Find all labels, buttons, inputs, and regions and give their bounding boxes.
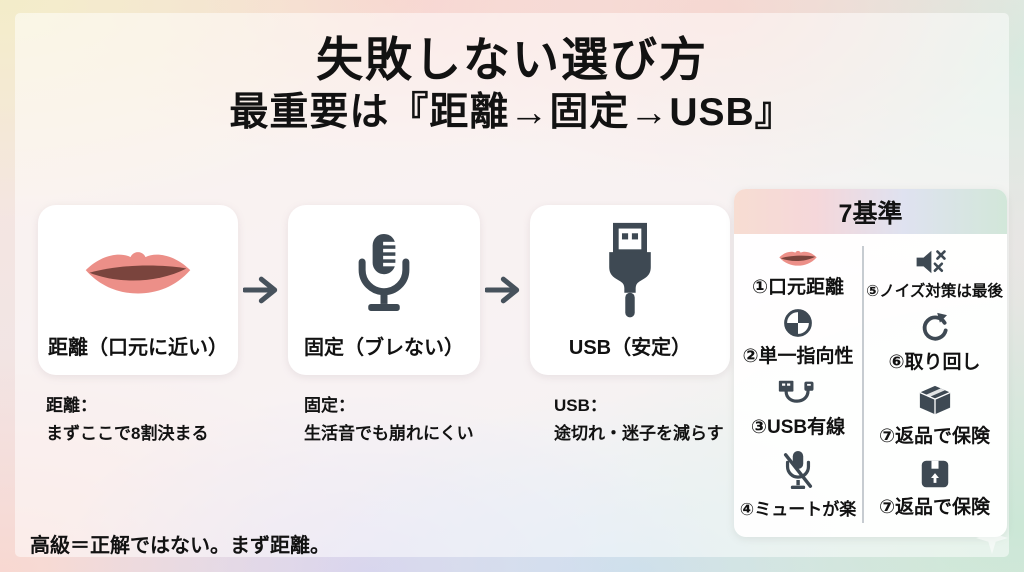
criteria-panel: 7基準 ①口元距離 <box>734 189 1007 537</box>
criteria-item-6: ⑥取り回し <box>888 312 981 374</box>
criteria-column-left: ①口元距離 ②単一指向性 <box>734 234 862 537</box>
flow-arrow-icon <box>238 275 288 305</box>
flow-card-label: 固定（ブレない） <box>304 337 464 359</box>
lips-icon <box>38 205 238 331</box>
criteria-item-3: ③USB有線 <box>751 378 845 439</box>
flow-card-label: USB（安定） <box>568 337 692 359</box>
usb-plug-icon <box>530 205 730 331</box>
criteria-label: ①口元距離 <box>751 277 845 299</box>
criteria-column-right: ⑤ノイズ対策は最後 ⑥取り回し <box>862 234 1007 537</box>
criteria-item-7: ⑦返品で保険 <box>879 384 990 448</box>
criteria-panel-title: 7基準 <box>734 189 1007 234</box>
muted-mic-icon <box>779 448 817 492</box>
package-return-icon <box>920 459 950 489</box>
caption-title: 距離： <box>46 396 97 415</box>
criteria-label: ④ミュートが楽 <box>739 499 857 519</box>
column-divider <box>862 246 864 523</box>
flow-diagram: 距離（口元に近い） 固定（ブレない） <box>38 205 730 375</box>
rotate-arrow-icon <box>919 312 951 344</box>
criteria-label: ②単一指向性 <box>742 346 854 368</box>
criteria-item-4: ④ミュートが楽 <box>740 448 856 520</box>
criteria-item-5: ⑤ノイズ対策は最後 <box>866 248 1003 301</box>
caption-body: まずここで8割決まる <box>46 424 209 444</box>
page-title: 失敗しない選び方 <box>316 33 708 86</box>
caption-title: 固定： <box>304 396 355 415</box>
shipping-box-icon <box>916 384 954 418</box>
lips-icon <box>778 247 818 269</box>
usb-cable-icon <box>777 378 819 409</box>
sparkle-icon <box>976 522 1008 554</box>
flow-arrow-icon <box>480 275 530 305</box>
flow-card-label: 距離（口元に近い） <box>48 337 228 359</box>
cardioid-pattern-icon <box>783 308 813 338</box>
footer-note: 高級＝正解ではない。まず距離。 <box>30 535 330 557</box>
flow-captions: 距離： まずここで8割決まる 固定： 生活音でも崩れにくい USB： 途切れ・迷… <box>38 392 754 448</box>
caption-title: USB： <box>554 396 607 415</box>
header: 失敗しない選び方 最重要は『距離→固定→USB』 <box>0 33 1024 135</box>
caption-usb: USB： 途切れ・迷子を減らす <box>546 392 754 448</box>
criteria-panel-body: ①口元距離 ②単一指向性 <box>734 234 1007 537</box>
microphone-icon <box>288 205 480 331</box>
caption-body: 途切れ・迷子を減らす <box>554 424 724 444</box>
caption-distance: 距離： まずここで8割決まる <box>38 392 296 448</box>
criteria-item-7b: ⑦返品で保険 <box>879 459 990 519</box>
criteria-label: ⑥取り回し <box>888 351 981 373</box>
caption-fixation: 固定： 生活音でも崩れにくい <box>296 392 546 448</box>
criteria-label: ⑦返品で保険 <box>878 496 991 518</box>
page-subtitle: 最重要は『距離→固定→USB』 <box>229 90 795 134</box>
criteria-label: ⑦返品で保険 <box>878 426 991 448</box>
flow-card-fixation: 固定（ブレない） <box>288 205 480 375</box>
flow-card-distance: 距離（口元に近い） <box>38 205 238 375</box>
criteria-item-2: ②単一指向性 <box>742 308 854 368</box>
criteria-label: ③USB有線 <box>750 416 846 438</box>
caption-body: 生活音でも崩れにくい <box>304 424 474 444</box>
flow-card-usb: USB（安定） <box>530 205 730 375</box>
muted-speaker-icon <box>914 248 954 276</box>
criteria-label: ⑤ノイズ対策は最後 <box>866 283 1003 301</box>
criteria-item-1: ①口元距離 <box>752 247 844 299</box>
